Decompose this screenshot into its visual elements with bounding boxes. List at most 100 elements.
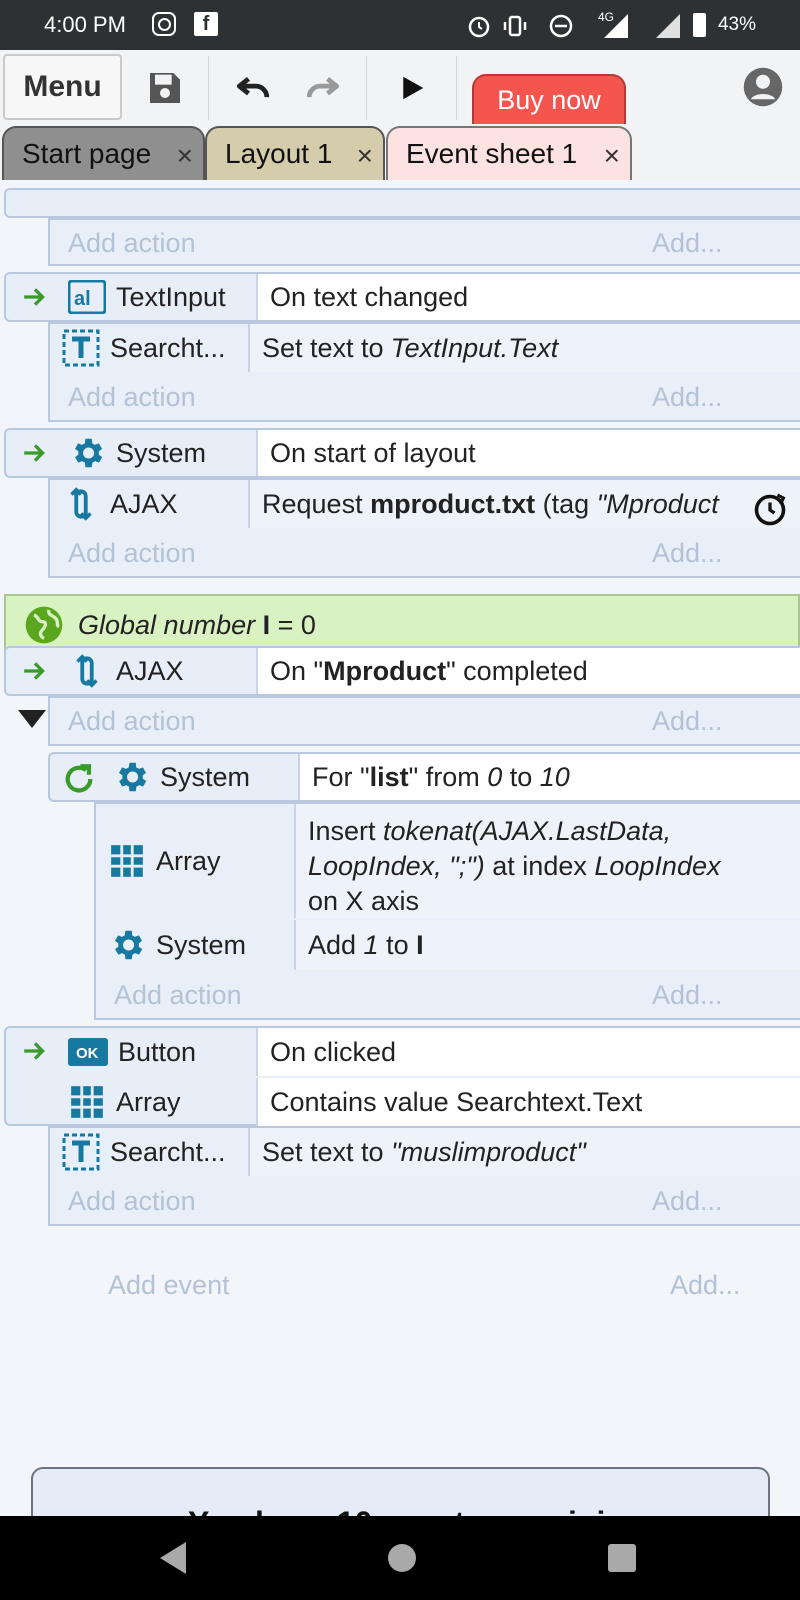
actions-block: Add action Add... bbox=[48, 218, 800, 266]
tab-start-page[interactable]: Start page × bbox=[2, 126, 205, 180]
ajax-icon bbox=[70, 487, 92, 521]
object-name: AJAX bbox=[110, 488, 178, 519]
action-text-part: Set text to bbox=[262, 332, 384, 363]
condition-object[interactable]: System bbox=[68, 430, 254, 476]
action-text[interactable]: Request mproduct.txt (tag "Mproduct bbox=[248, 480, 800, 528]
actions-block: Add action Add... bbox=[48, 696, 800, 746]
condition-object[interactable]: AJAX bbox=[68, 648, 254, 694]
history-icon[interactable] bbox=[752, 492, 788, 528]
tab-label: Start page bbox=[22, 138, 152, 169]
event-block[interactable]: System On start of layout bbox=[4, 428, 800, 478]
action-text-bold: I bbox=[416, 929, 424, 960]
close-icon[interactable]: × bbox=[176, 140, 193, 171]
condition-object[interactable]: Array bbox=[68, 1078, 254, 1126]
event-block[interactable] bbox=[4, 188, 800, 218]
object-name: TextInput bbox=[116, 281, 226, 312]
tab-bar: Start page × Layout 1 × Event sheet 1 × bbox=[0, 124, 800, 180]
action-line: Insert tokenat(AJAX.LastData, bbox=[308, 814, 800, 849]
add-action-link[interactable]: Add action bbox=[68, 382, 196, 412]
condition-text-part: " completed bbox=[446, 655, 588, 686]
home-icon[interactable] bbox=[388, 1544, 416, 1572]
action-text[interactable]: Add 1 to I bbox=[294, 920, 800, 970]
action-text[interactable]: Set text to TextInput.Text bbox=[248, 324, 800, 372]
redo-icon[interactable] bbox=[292, 58, 352, 118]
gear-icon bbox=[114, 930, 143, 960]
add-action-link[interactable]: Add action bbox=[68, 228, 196, 258]
tab-label: Layout 1 bbox=[225, 138, 333, 169]
add-action-link[interactable]: Add action bbox=[68, 538, 196, 568]
action-text-italic: LoopIndex bbox=[594, 851, 721, 881]
action-object[interactable]: Searcht... bbox=[62, 1128, 248, 1176]
navigation-bar bbox=[0, 1516, 800, 1600]
condition-text[interactable]: On text changed bbox=[256, 274, 800, 320]
sub-event-block[interactable]: System For "list" from 0 to 10 bbox=[48, 752, 800, 802]
undo-icon[interactable] bbox=[224, 58, 284, 118]
add-action-link[interactable]: Add action bbox=[68, 706, 196, 736]
event-arrow-icon bbox=[24, 662, 45, 680]
loop-icon bbox=[65, 764, 93, 793]
event-block[interactable]: AJAX On "Mproduct" completed bbox=[4, 646, 800, 696]
tab-event-sheet-1[interactable]: Event sheet 1 × bbox=[386, 126, 632, 180]
condition-text-bold: Mproduct bbox=[323, 655, 447, 686]
condition-object[interactable]: System bbox=[112, 754, 296, 800]
play-icon[interactable] bbox=[382, 58, 442, 118]
gear-icon bbox=[118, 762, 147, 792]
loop-to: 10 bbox=[539, 761, 570, 792]
action-object[interactable]: Searcht... bbox=[62, 324, 248, 372]
action-text-italic: "Mproduct bbox=[596, 488, 719, 519]
action-text-part: Insert bbox=[308, 816, 384, 846]
add-more-link[interactable]: Add... bbox=[652, 706, 723, 736]
condition-text[interactable]: For "list" from 0 to 10 bbox=[298, 754, 800, 800]
add-event-link[interactable]: Add event bbox=[108, 1270, 230, 1300]
menu-button[interactable]: Menu bbox=[3, 54, 122, 120]
add-more-link[interactable]: Add... bbox=[652, 228, 723, 258]
add-more-link[interactable]: Add... bbox=[670, 1270, 741, 1300]
condition-text[interactable]: Contains value Searchtext.Text bbox=[256, 1078, 800, 1126]
recent-apps-icon[interactable] bbox=[608, 1544, 636, 1572]
object-name: Searcht... bbox=[110, 332, 226, 363]
condition-text[interactable]: On clicked bbox=[256, 1028, 800, 1076]
add-action-link[interactable]: Add action bbox=[68, 1186, 196, 1216]
save-icon[interactable] bbox=[135, 58, 195, 118]
action-object[interactable]: System bbox=[108, 920, 294, 970]
global-suffix: = 0 bbox=[270, 609, 316, 640]
action-object[interactable]: AJAX bbox=[62, 480, 248, 528]
condition-text[interactable]: On "Mproduct" completed bbox=[256, 648, 800, 694]
condition-object[interactable]: OK Button bbox=[68, 1028, 254, 1076]
collapse-toggle-icon[interactable] bbox=[18, 710, 46, 728]
condition-text-bold: list bbox=[369, 761, 409, 792]
object-name: Array bbox=[116, 1086, 181, 1117]
add-more-link[interactable]: Add... bbox=[652, 538, 723, 568]
action-text-part: Request bbox=[262, 488, 363, 519]
battery-icon bbox=[693, 13, 706, 37]
back-icon[interactable] bbox=[160, 1542, 186, 1574]
text-input-icon: al bbox=[68, 280, 106, 314]
buy-now-button[interactable]: Buy now bbox=[472, 74, 626, 126]
tab-layout-1[interactable]: Layout 1 × bbox=[205, 126, 385, 180]
condition-object[interactable]: al TextInput bbox=[68, 274, 254, 320]
user-account-icon[interactable] bbox=[742, 66, 784, 108]
event-block[interactable]: OK Button On clicked Array Contains valu… bbox=[4, 1026, 800, 1126]
actions-block: Array Insert tokenat(AJAX.LastData, Loop… bbox=[94, 802, 800, 1020]
action-text-italic: 1 bbox=[363, 929, 379, 960]
condition-text[interactable]: On start of layout bbox=[256, 430, 800, 476]
object-name: System bbox=[156, 929, 247, 960]
close-icon[interactable]: × bbox=[356, 140, 373, 171]
event-arrow-icon bbox=[24, 444, 45, 462]
svg-text:al: al bbox=[74, 288, 91, 310]
add-more-link[interactable]: Add... bbox=[652, 382, 723, 412]
event-block[interactable]: al TextInput On text changed bbox=[4, 272, 800, 322]
close-icon[interactable]: × bbox=[603, 140, 620, 171]
text-object-icon bbox=[62, 1133, 100, 1171]
add-more-link[interactable]: Add... bbox=[652, 1186, 723, 1216]
action-object[interactable]: Array bbox=[108, 804, 294, 918]
instagram-icon bbox=[152, 12, 176, 36]
action-text[interactable]: Insert tokenat(AJAX.LastData, LoopIndex,… bbox=[294, 804, 800, 918]
alarm-icon bbox=[468, 16, 490, 38]
add-more-link[interactable]: Add... bbox=[652, 980, 723, 1010]
add-action-link[interactable]: Add action bbox=[114, 980, 242, 1010]
object-name: AJAX bbox=[116, 655, 184, 686]
action-text[interactable]: Set text to "muslimproduct" bbox=[248, 1128, 800, 1176]
action-text-bold: mproduct.txt bbox=[370, 488, 536, 519]
vibrate-icon bbox=[503, 15, 527, 37]
